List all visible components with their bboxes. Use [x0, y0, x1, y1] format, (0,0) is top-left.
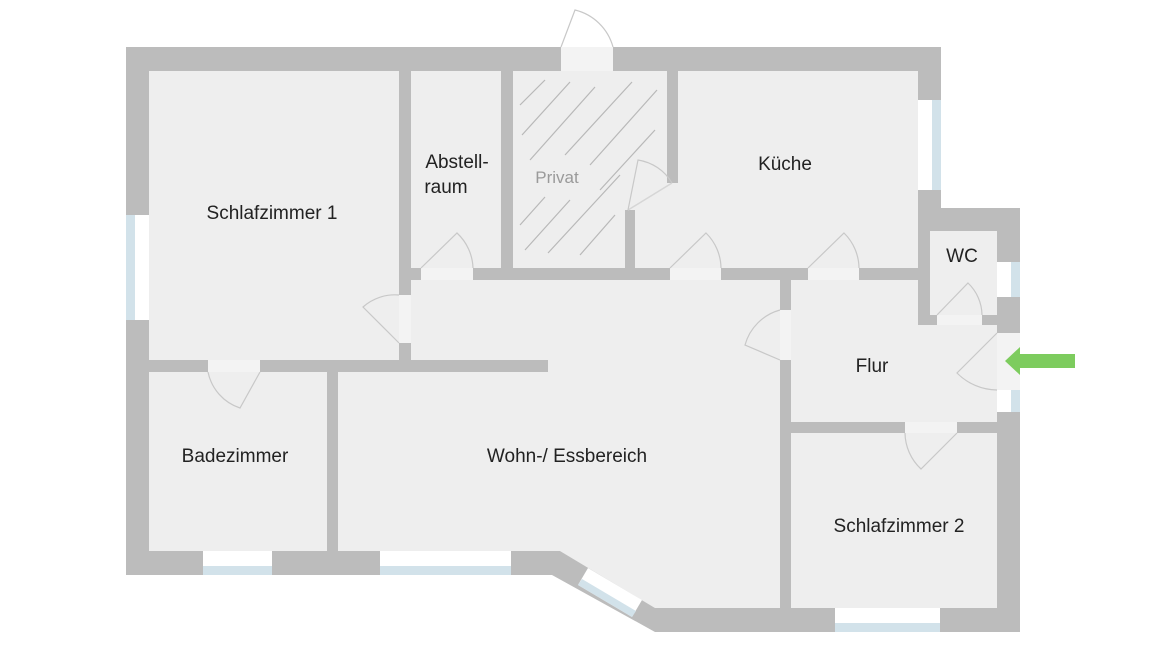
- door-kueche-2[interactable]: [808, 268, 859, 280]
- door-kueche-1[interactable]: [670, 268, 721, 280]
- door-badezimmer[interactable]: [208, 360, 260, 372]
- room-label-schlafzimmer2: Schlafzimmer 2: [834, 516, 965, 537]
- room-labels: Schlafzimmer 1 Abstell- raum Privat Küch…: [182, 152, 978, 537]
- door-abstellraum[interactable]: [421, 268, 473, 280]
- door-schlafzimmer1[interactable]: [399, 295, 411, 343]
- arrow-left-icon: [1005, 347, 1075, 375]
- room-label-flur: Flur: [856, 356, 889, 377]
- room-label-abstellraum-1: Abstell-: [425, 152, 488, 173]
- room-label-abstellraum-2: raum: [424, 177, 467, 198]
- room-label-kueche: Küche: [758, 154, 812, 175]
- door-privat[interactable]: [627, 182, 673, 211]
- room-label-schlafzimmer1: Schlafzimmer 1: [207, 203, 338, 224]
- windows: [126, 100, 1020, 632]
- room-label-privat: Privat: [535, 168, 579, 187]
- room-label-badezimmer: Badezimmer: [182, 446, 289, 467]
- privat-hatch: [519, 79, 658, 256]
- door-wc[interactable]: [937, 315, 982, 325]
- doors: [207, 9, 1020, 470]
- room-label-wohn: Wohn-/ Essbereich: [487, 446, 647, 467]
- door-top[interactable]: [561, 47, 613, 71]
- door-schlafzimmer2[interactable]: [905, 422, 957, 433]
- door-wohn[interactable]: [780, 310, 791, 360]
- room-label-wc: WC: [946, 246, 978, 267]
